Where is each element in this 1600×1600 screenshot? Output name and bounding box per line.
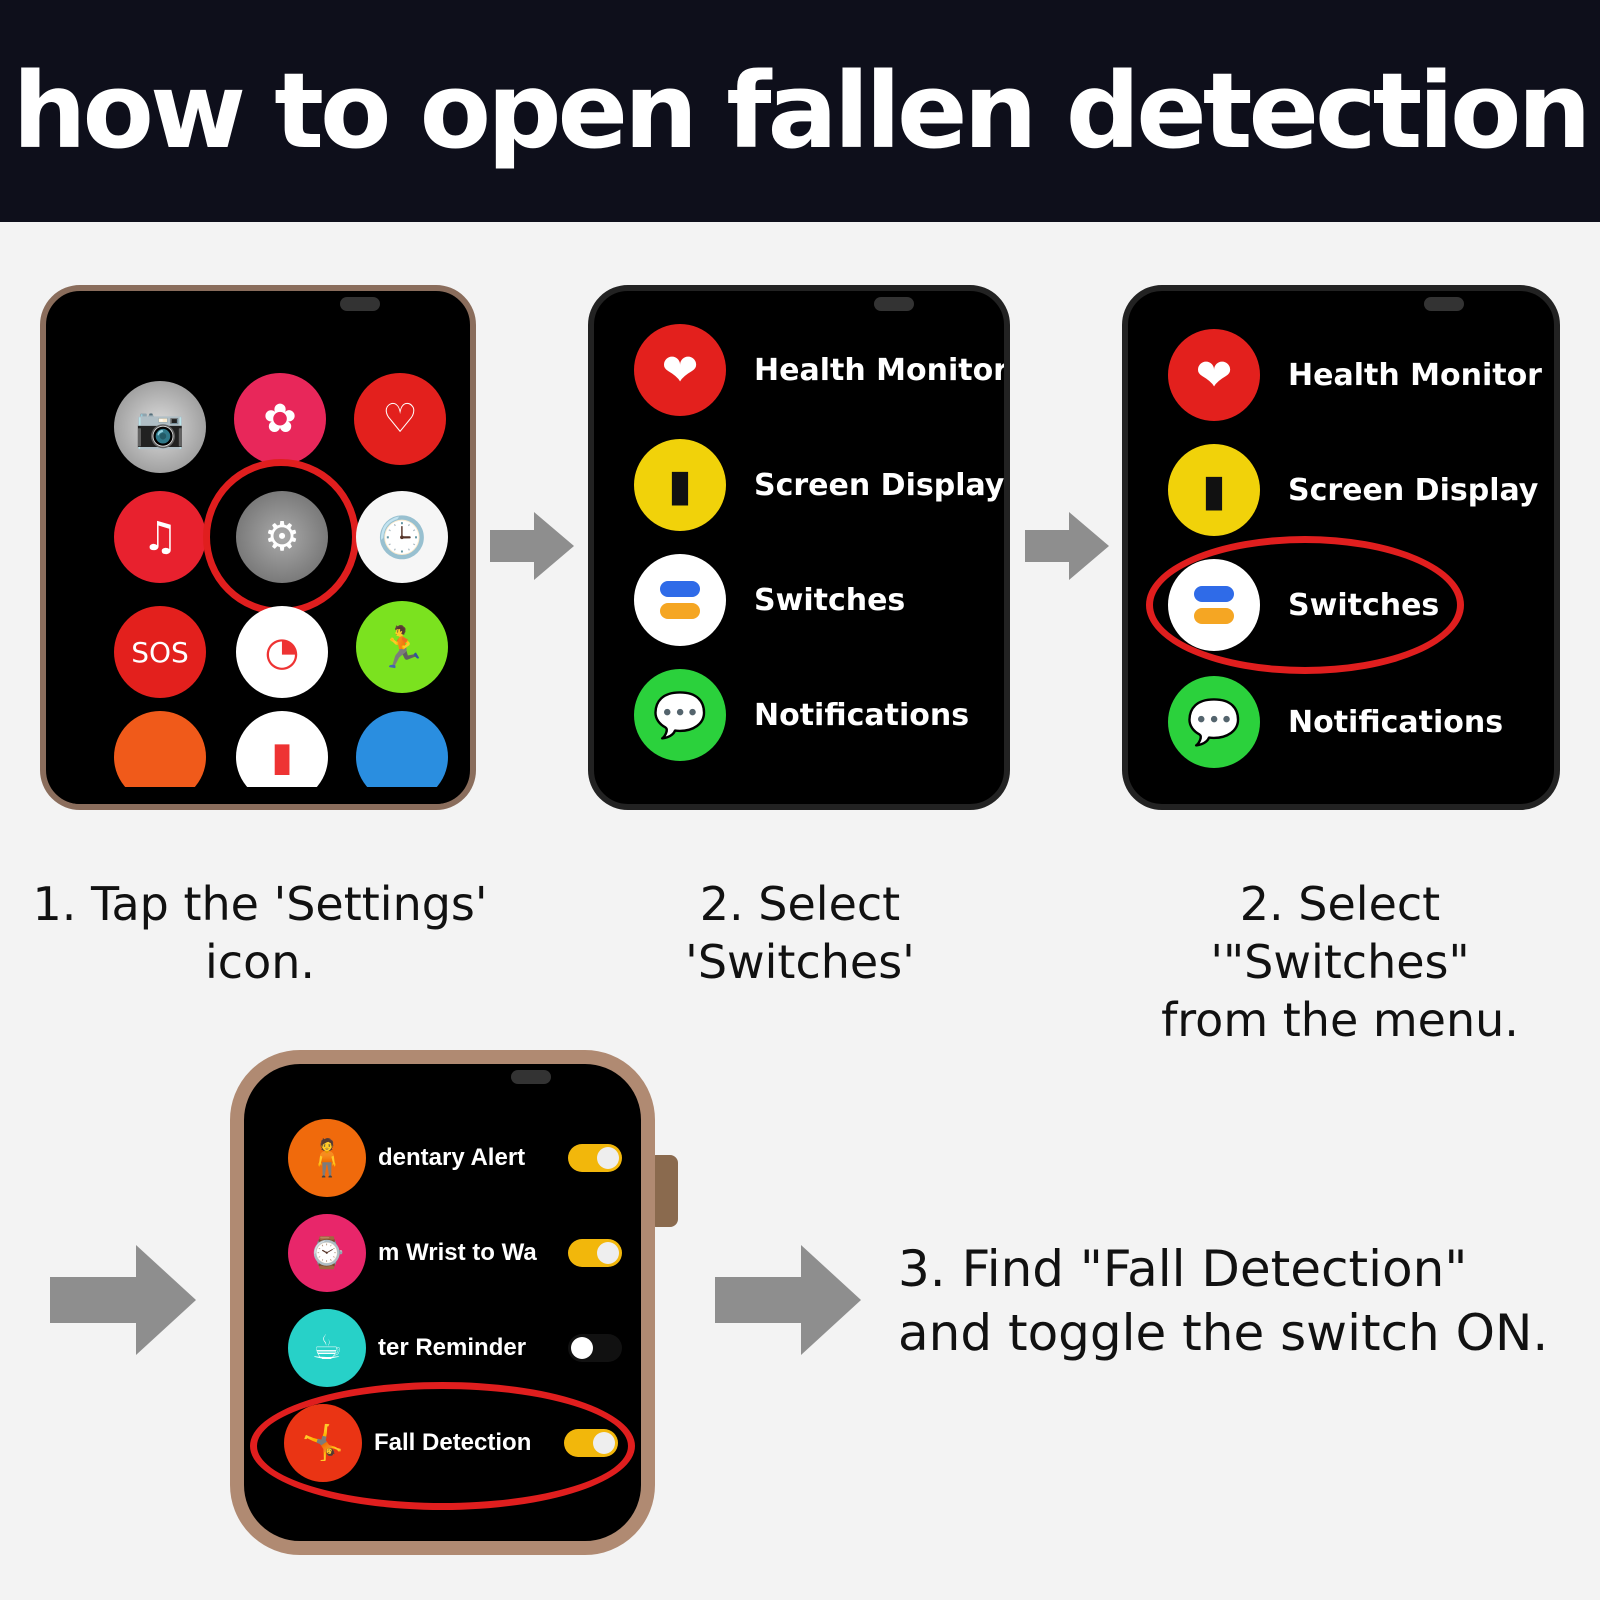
glare [511, 1070, 551, 1084]
toggle-on[interactable] [568, 1144, 622, 1172]
watch-settings-menu-highlighted: ❤ Health Monitor ▮ Screen Display Switch… [1122, 285, 1560, 810]
music-icon[interactable]: ♫ [114, 491, 206, 583]
watch-icon: ▮ [1168, 444, 1260, 536]
menu-item-health-monitor[interactable]: ❤ Health Monitor [634, 324, 1008, 416]
menu-label: Health Monitor [754, 352, 1008, 388]
message-icon: 💬 [1168, 676, 1260, 768]
caption-line: 1. Tap the 'Settings' [32, 877, 488, 931]
cup-icon: ☕ [288, 1309, 366, 1387]
menu-label: Health Monitor [1288, 357, 1542, 393]
page-title: how to open fallen detection [12, 50, 1591, 172]
watch-settings-menu: ❤ Health Monitor ▮ Screen Display Switch… [588, 285, 1010, 810]
arrow-right-icon [50, 1245, 196, 1355]
menu-label: Notifications [1288, 704, 1504, 740]
switch-label: ter Reminder [378, 1334, 527, 1361]
menu-item-health-monitor[interactable]: ❤ Health Monitor [1168, 329, 1542, 421]
heart-rate-icon[interactable]: ♡ [354, 373, 446, 465]
caption-line: icon. [205, 935, 315, 989]
step2b-caption: 2. Select '"Switches" from the menu. [1110, 875, 1570, 1049]
mindfulness-icon[interactable]: ✿ [234, 373, 326, 465]
toggle-off[interactable] [568, 1334, 622, 1362]
menu-item-notifications[interactable]: 💬 Notifications [634, 669, 969, 761]
sos-icon[interactable]: SOS [114, 606, 206, 698]
menu-label: Screen Display [754, 467, 1005, 503]
step2-caption: 2. Select 'Switches' [580, 875, 1020, 991]
switch-row-raise-wrist[interactable]: ⌚ m Wrist to Wa [288, 1214, 537, 1292]
workout-icon[interactable]: 🏃 [356, 601, 448, 693]
sos-label: SOS [131, 635, 189, 669]
watch-app-grid: 📷 ✿ ♡ ♫ ⚙ 🕒 SOS ◔ 🏃 ▮ [40, 285, 476, 810]
caption-line: 2. Select '"Switches" [1210, 877, 1470, 989]
message-icon: 💬 [634, 669, 726, 761]
heart-icon: ❤ [1168, 329, 1260, 421]
standing-person-icon: 🧍 [288, 1119, 366, 1197]
toggle-on[interactable] [568, 1239, 622, 1267]
header-banner: how to open fallen detection [0, 0, 1600, 222]
menu-label: Switches [754, 582, 906, 618]
switch-row-water-reminder[interactable]: ☕ ter Reminder [288, 1309, 526, 1387]
switch-row-sedentary-alert[interactable]: 🧍 dentary Alert [288, 1119, 525, 1197]
watch-icon: ▮ [634, 439, 726, 531]
watch-switches-screen: 🧍 dentary Alert ⌚ m Wrist to Wa ☕ ter Re… [230, 1050, 655, 1555]
settings-highlight-ring [203, 459, 359, 615]
arrow-right-icon [1025, 512, 1109, 580]
caption-line: 2. Select 'Switches' [685, 877, 915, 989]
activity-icon[interactable]: ◔ [236, 606, 328, 698]
watch-icon: ⌚ [288, 1214, 366, 1292]
menu-item-screen-display[interactable]: ▮ Screen Display [1168, 444, 1538, 536]
screen-bottom-mask [46, 787, 470, 804]
switch-label: dentary Alert [378, 1144, 526, 1171]
menu-item-notifications[interactable]: 💬 Notifications [1168, 676, 1503, 768]
caption-line: and toggle the switch ON. [898, 1304, 1549, 1362]
glare [340, 297, 380, 311]
switches-icon [634, 554, 726, 646]
step1-caption: 1. Tap the 'Settings' icon. [30, 875, 490, 991]
caption-line: 3. Find "Fall Detection" [898, 1240, 1468, 1298]
clock-icon[interactable]: 🕒 [356, 491, 448, 583]
step3-caption: 3. Find "Fall Detection" and toggle the … [898, 1237, 1548, 1365]
camera-icon[interactable]: 📷 [114, 381, 206, 473]
arrow-right-icon [715, 1245, 861, 1355]
arrow-right-icon [490, 512, 574, 580]
switch-label: m Wrist to Wa [378, 1239, 537, 1266]
caption-line: from the menu. [1161, 993, 1519, 1047]
switches-highlight-ring [1146, 536, 1464, 674]
heart-icon: ❤ [634, 324, 726, 416]
menu-item-screen-display[interactable]: ▮ Screen Display [634, 439, 1004, 531]
glare [874, 297, 914, 311]
menu-label: Notifications [754, 697, 970, 733]
glare [1424, 297, 1464, 311]
menu-label: Screen Display [1288, 472, 1539, 508]
fall-detection-highlight-ring [250, 1382, 635, 1510]
menu-item-switches[interactable]: Switches [634, 554, 905, 646]
